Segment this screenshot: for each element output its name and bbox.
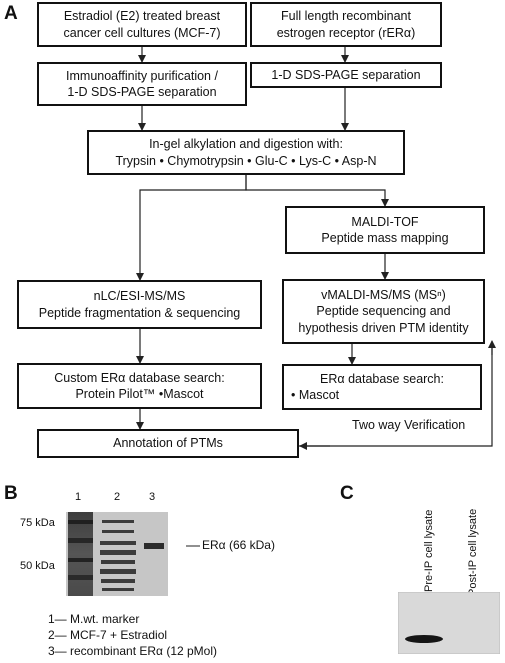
gel-lane-number: 1: [75, 491, 82, 503]
box-er-db-search: ERα database search: • Mascot: [282, 364, 482, 410]
arrow-box5-to-box6: [245, 174, 389, 207]
box-immunoaffinity: Immunoaffinity purification / 1-D SDS-PA…: [37, 62, 247, 106]
panel-label-b: B: [4, 483, 18, 504]
box-nlc-esi: nLC/ESI-MS/MS Peptide fragmentation & se…: [17, 280, 262, 329]
box-digestion: In-gel alkylation and digestion with: Tr…: [87, 130, 405, 175]
blot-band: [405, 635, 443, 643]
legend-item: 3— recombinant ERα (12 pMol): [48, 644, 218, 658]
er-band-label: ERα (66 kDa): [202, 538, 275, 552]
gel-image: [66, 512, 200, 596]
gel-lane-2: [100, 520, 136, 591]
box-recombinant-er: Full length recombinant estrogen recepto…: [250, 2, 442, 47]
box-custom-db-search: Custom ERα database search: Protein Pilo…: [17, 363, 262, 409]
panel-label-a: A: [4, 3, 18, 24]
legend-item: 2— MCF-7 + Estradiol: [48, 628, 168, 642]
blot-lane-pre-ip: Pre-IP cell lysate: [423, 509, 435, 592]
panel-label-c: C: [340, 483, 354, 504]
verification-line: [299, 342, 493, 447]
box-sds-page: 1-D SDS-PAGE separation: [250, 62, 442, 88]
box-maldi-tof: MALDI-TOF Peptide mass mapping: [285, 206, 485, 254]
flow-connectors: [136, 46, 496, 450]
gel-lane-number: 3: [149, 491, 156, 503]
blot-image: [398, 592, 500, 654]
verification-label: Two way Verification: [352, 418, 466, 432]
er-band: [144, 543, 164, 549]
marker-label-75: 75 kDa: [20, 517, 55, 529]
marker-label-50: 50 kDa: [20, 560, 55, 572]
blot-lane-post-ip: Post-IP cell lysate: [467, 508, 479, 596]
gel-lane-number: 2: [114, 491, 121, 503]
box-estradiol-cultures: Estradiol (E2) treated breast cancer cel…: [37, 2, 247, 47]
box-vmaldi: vMALDI-MS/MS (MSⁿ) Peptide sequencing an…: [282, 279, 485, 344]
box-annotation: Annotation of PTMs: [37, 429, 299, 458]
legend-item: 1— M.wt. marker: [48, 612, 140, 626]
gel-lane-1: [68, 512, 93, 596]
